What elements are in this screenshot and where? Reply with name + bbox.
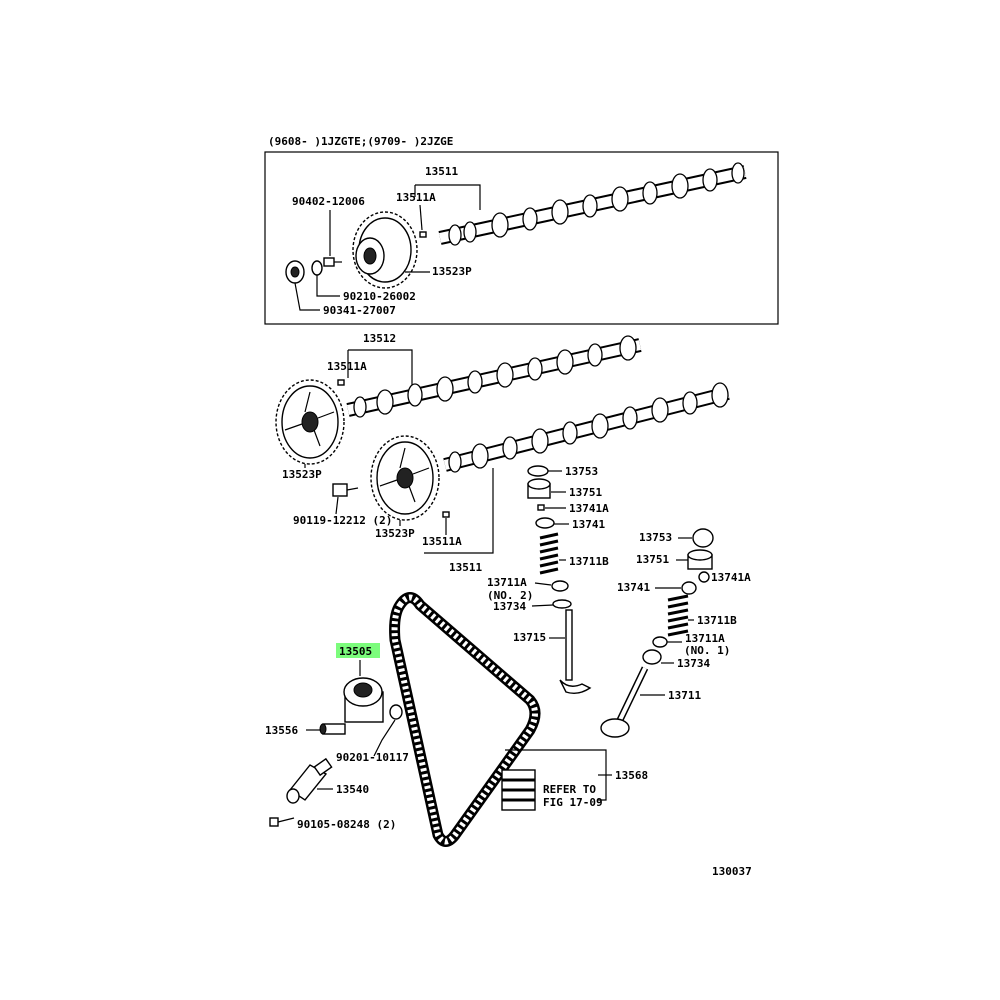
callout-13711B-a: 13711B: [569, 555, 609, 568]
seat-13711A-no2[interactable]: [551, 580, 569, 592]
callout-13511-top: 13511: [425, 165, 458, 178]
callout-13711A-b: 13711A: [685, 632, 725, 645]
pin-90402[interactable]: [323, 257, 342, 267]
callout-13751-a: 13751: [569, 486, 602, 499]
callout-13511A-bot: 13511A: [422, 535, 462, 548]
bolt-90341[interactable]: [285, 260, 305, 284]
callout-13711A-a: 13711A: [487, 576, 527, 589]
shim-13753-a[interactable]: [527, 465, 549, 477]
camshaft-13511[interactable]: [443, 382, 730, 473]
spring-13711B-a[interactable]: [539, 532, 559, 575]
lifter-13751-a[interactable]: [527, 478, 551, 499]
callout-13711: 13711: [668, 689, 701, 702]
pin-13511A-bot[interactable]: [442, 511, 450, 518]
figure-number: 130037: [712, 865, 752, 878]
pin-13511A-top[interactable]: [419, 231, 427, 238]
belt-reference-icon: [501, 769, 536, 811]
callout-90341: 90341-27007: [323, 304, 396, 317]
tensioner-pulley-13505[interactable]: [343, 677, 384, 723]
bolt-13556[interactable]: [319, 723, 346, 735]
applicability-header: (9608- )1JZGTE;(9709- )2JZGE: [268, 135, 453, 148]
bolt-90105[interactable]: [269, 817, 295, 827]
callout-13523P-left: 13523P: [282, 468, 322, 481]
callout-13741A-a: 13741A: [569, 502, 609, 515]
callout-13523P-top: 13523P: [432, 265, 472, 278]
callout-13734-b: 13734: [677, 657, 710, 670]
refer-line-1: REFER TO: [543, 783, 596, 796]
callout-13715: 13715: [513, 631, 546, 644]
highlight-13505: [336, 643, 380, 658]
callout-13523P-mid: 13523P: [375, 527, 415, 540]
valve-13715[interactable]: [559, 609, 592, 695]
callout-no1: (NO. 1): [684, 644, 730, 657]
callout-13512: 13512: [363, 332, 396, 345]
callout-13511A-mid: 13511A: [327, 360, 367, 373]
callout-13540: 13540: [336, 783, 369, 796]
callout-13751-b: 13751: [636, 553, 669, 566]
callout-90402: 90402-12006: [292, 195, 365, 208]
keeper-13741A-a[interactable]: [537, 504, 545, 511]
retainer-13741-b[interactable]: [681, 581, 697, 595]
callout-90105: 90105-08248 (2): [297, 818, 396, 831]
callout-90119: 90119-12212 (2): [293, 514, 392, 527]
pin-13511A-mid[interactable]: [337, 379, 345, 386]
shim-13753-b[interactable]: [692, 528, 714, 548]
callout-no2: (NO. 2): [487, 589, 533, 602]
callout-13511A-top: 13511A: [396, 191, 436, 204]
washer-90210[interactable]: [311, 260, 323, 276]
bolt-90119[interactable]: [332, 483, 359, 497]
lifter-13751-b[interactable]: [687, 549, 713, 570]
valve-13711[interactable]: [600, 666, 649, 738]
camshaft-13512[interactable]: [346, 335, 642, 418]
callout-13511-bot: 13511: [449, 561, 482, 574]
callout-13753-a: 13753: [565, 465, 598, 478]
variant-frame: [264, 151, 779, 325]
callout-13741-a: 13741: [572, 518, 605, 531]
seat-13711A-no1[interactable]: [652, 636, 668, 648]
refer-line-2: FIG 17-09: [543, 796, 603, 809]
callout-13568: 13568: [615, 769, 648, 782]
cam-gear-13523P-left[interactable]: [275, 379, 345, 465]
callout-13711B-b: 13711B: [697, 614, 737, 627]
seal-13734-b[interactable]: [642, 649, 662, 665]
callout-13741-b: 13741: [617, 581, 650, 594]
callout-13741A-b: 13741A: [711, 571, 751, 584]
spring-13711B-b[interactable]: [667, 594, 689, 637]
cam-gear-top[interactable]: [352, 211, 418, 289]
camshaft-top[interactable]: [438, 162, 747, 246]
retainer-13741-a[interactable]: [535, 517, 555, 529]
refer-note: [540, 783, 610, 809]
timing-belt-13568[interactable]: [389, 592, 541, 847]
seal-13734-a[interactable]: [552, 599, 572, 609]
callout-13753-b: 13753: [639, 531, 672, 544]
cam-gear-13523P-mid[interactable]: [370, 435, 440, 521]
callout-90201: 90201-10117: [336, 751, 409, 764]
callout-13505[interactable]: 13505: [339, 645, 372, 658]
callout-90210: 90210-26002: [343, 290, 416, 303]
callout-13734-a: 13734: [493, 600, 526, 613]
tensioner-bushing[interactable]: [389, 704, 403, 720]
keeper-13741A-b[interactable]: [698, 571, 710, 583]
tensioner-13540[interactable]: [286, 757, 333, 804]
callout-13556: 13556: [265, 724, 298, 737]
